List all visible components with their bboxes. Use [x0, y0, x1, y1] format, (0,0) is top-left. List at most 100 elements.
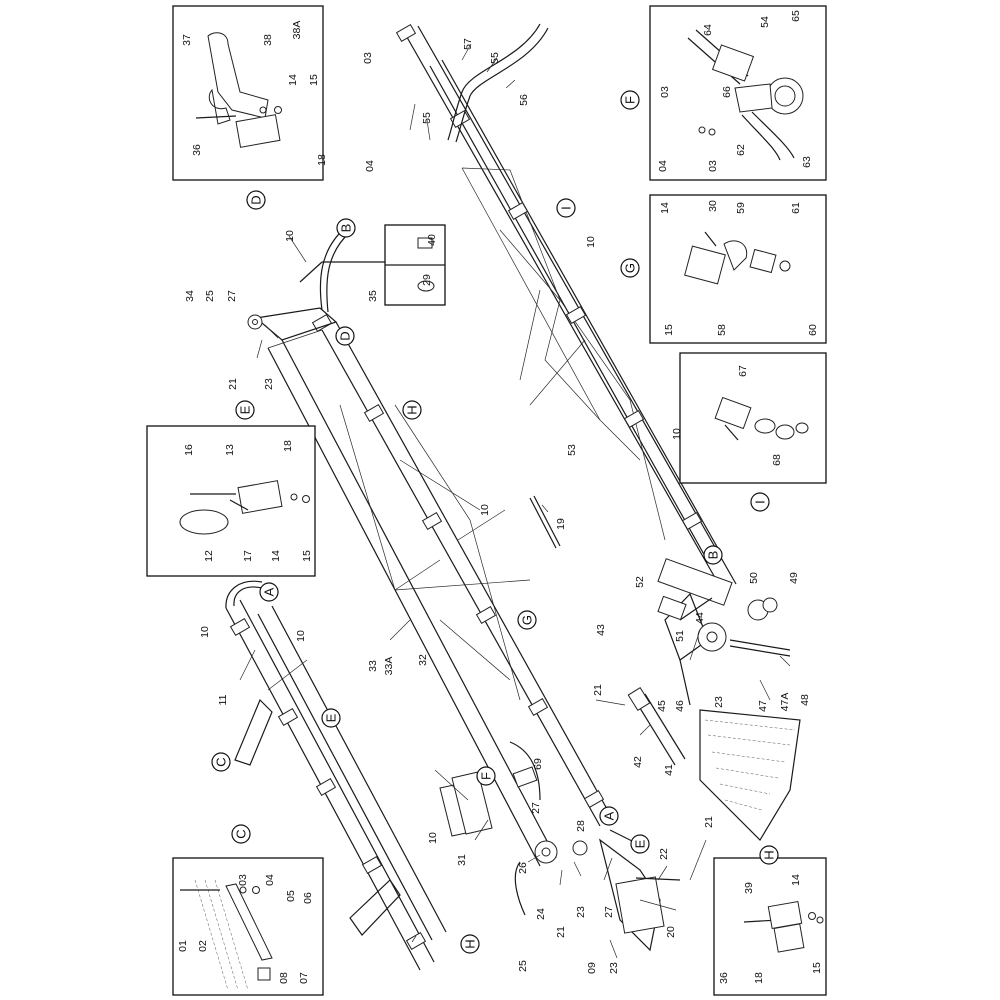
- callout-circle: A: [599, 806, 619, 826]
- part-label: 01: [177, 940, 189, 952]
- callout-ring: [476, 766, 496, 786]
- part-label: 16: [183, 444, 195, 456]
- callout-letter: A: [602, 811, 617, 820]
- callout-letter: E: [238, 405, 253, 414]
- callout-letter: I: [559, 206, 574, 210]
- callout-circle: D: [246, 190, 266, 210]
- part-label: 55: [489, 52, 501, 64]
- callout-ring: [335, 326, 355, 346]
- part-label: 66: [721, 86, 733, 98]
- callout-circle: C: [231, 824, 251, 844]
- callout-letter: F: [479, 772, 494, 780]
- part-label: 44: [694, 612, 706, 624]
- part-label: 45: [656, 700, 668, 712]
- part-label: 51: [674, 630, 686, 642]
- callout-ring: [460, 934, 480, 954]
- boom-clamps-right: [395, 23, 703, 531]
- part-label: 27: [530, 802, 542, 814]
- callout-letter: D: [338, 331, 353, 340]
- callout-letter: A: [262, 587, 277, 596]
- part-label: 27: [603, 906, 615, 918]
- part-label: 15: [811, 962, 823, 974]
- callout-letter: D: [249, 195, 264, 204]
- part-label: 35: [367, 290, 379, 302]
- part-label: 10: [199, 626, 211, 638]
- part-label: 05: [285, 890, 297, 902]
- part-label: 27: [226, 290, 238, 302]
- part-label: 60: [807, 324, 819, 336]
- part-label: 59: [735, 202, 747, 214]
- part-label: 33: [367, 660, 379, 672]
- callout-letter: G: [520, 615, 535, 625]
- callout-letter: B: [706, 551, 721, 560]
- callout-ring: [235, 400, 255, 420]
- callout-ring: [231, 824, 251, 844]
- detail-box-insert: [299, 224, 446, 306]
- detail-box-i: [679, 352, 827, 484]
- callout-circle: G: [620, 258, 640, 278]
- part-label: 10: [671, 428, 683, 440]
- part-label: 62: [735, 144, 747, 156]
- callout-circle: H: [460, 934, 480, 954]
- part-label: 08: [278, 972, 290, 984]
- callout-circle: D: [335, 326, 355, 346]
- part-label: 23: [713, 696, 725, 708]
- callout-letter: E: [633, 839, 648, 848]
- part-label: 10: [585, 236, 597, 248]
- part-label: 47: [757, 700, 769, 712]
- part-label: 52: [634, 576, 646, 588]
- part-label: 50: [748, 572, 760, 584]
- part-label: 09: [586, 962, 598, 974]
- part-label: 58: [716, 324, 728, 336]
- part-label: 13: [224, 444, 236, 456]
- callout-ring: [211, 752, 231, 772]
- callout-ring: [599, 806, 619, 826]
- part-label: 29: [421, 274, 433, 286]
- part-label: 15: [663, 324, 675, 336]
- part-label: 14: [790, 874, 802, 886]
- detail-box-c: [172, 857, 324, 996]
- part-label: 32: [417, 654, 429, 666]
- callout-circle: E: [630, 834, 650, 854]
- part-label: 57: [462, 38, 474, 50]
- callout-ring: [759, 845, 779, 865]
- part-label: 03: [237, 874, 249, 886]
- part-label: 25: [204, 290, 216, 302]
- boom-assembly: [225, 23, 801, 971]
- callout-circle: I: [750, 492, 770, 512]
- callout-letter: C: [234, 829, 249, 838]
- part-label: 10: [284, 230, 296, 242]
- part-label: 38A: [291, 21, 303, 40]
- callout-circle: C: [211, 752, 231, 772]
- part-label: 03: [659, 86, 671, 98]
- part-label: 31: [456, 854, 468, 866]
- part-label: 10: [427, 832, 439, 844]
- detail-box-f: [649, 5, 827, 181]
- callout-letter: C: [214, 757, 229, 766]
- part-label: 47A: [779, 693, 791, 712]
- part-label: 06: [302, 892, 314, 904]
- part-label: 39: [743, 882, 755, 894]
- callout-ring: [556, 198, 576, 218]
- callout-circle: H: [759, 845, 779, 865]
- callout-letter: I: [753, 500, 768, 504]
- part-label: 21: [227, 378, 239, 390]
- callout-ring: [620, 258, 640, 278]
- callout-ring: [259, 582, 279, 602]
- callout-circle: I: [556, 198, 576, 218]
- part-label: 21: [703, 816, 715, 828]
- part-label: 30: [707, 200, 719, 212]
- callout-letter: H: [463, 939, 478, 948]
- part-label: 23: [575, 906, 587, 918]
- part-label: 17: [242, 550, 254, 562]
- part-label: 36: [191, 144, 203, 156]
- callout-ring: [321, 708, 341, 728]
- part-label: 49: [788, 572, 800, 584]
- callout-letter: H: [405, 405, 420, 414]
- detail-box-h-lower: [713, 857, 827, 996]
- part-label: 04: [657, 160, 669, 172]
- callout-ring: [620, 90, 640, 110]
- part-label: 19: [555, 518, 567, 530]
- part-label: 04: [264, 874, 276, 886]
